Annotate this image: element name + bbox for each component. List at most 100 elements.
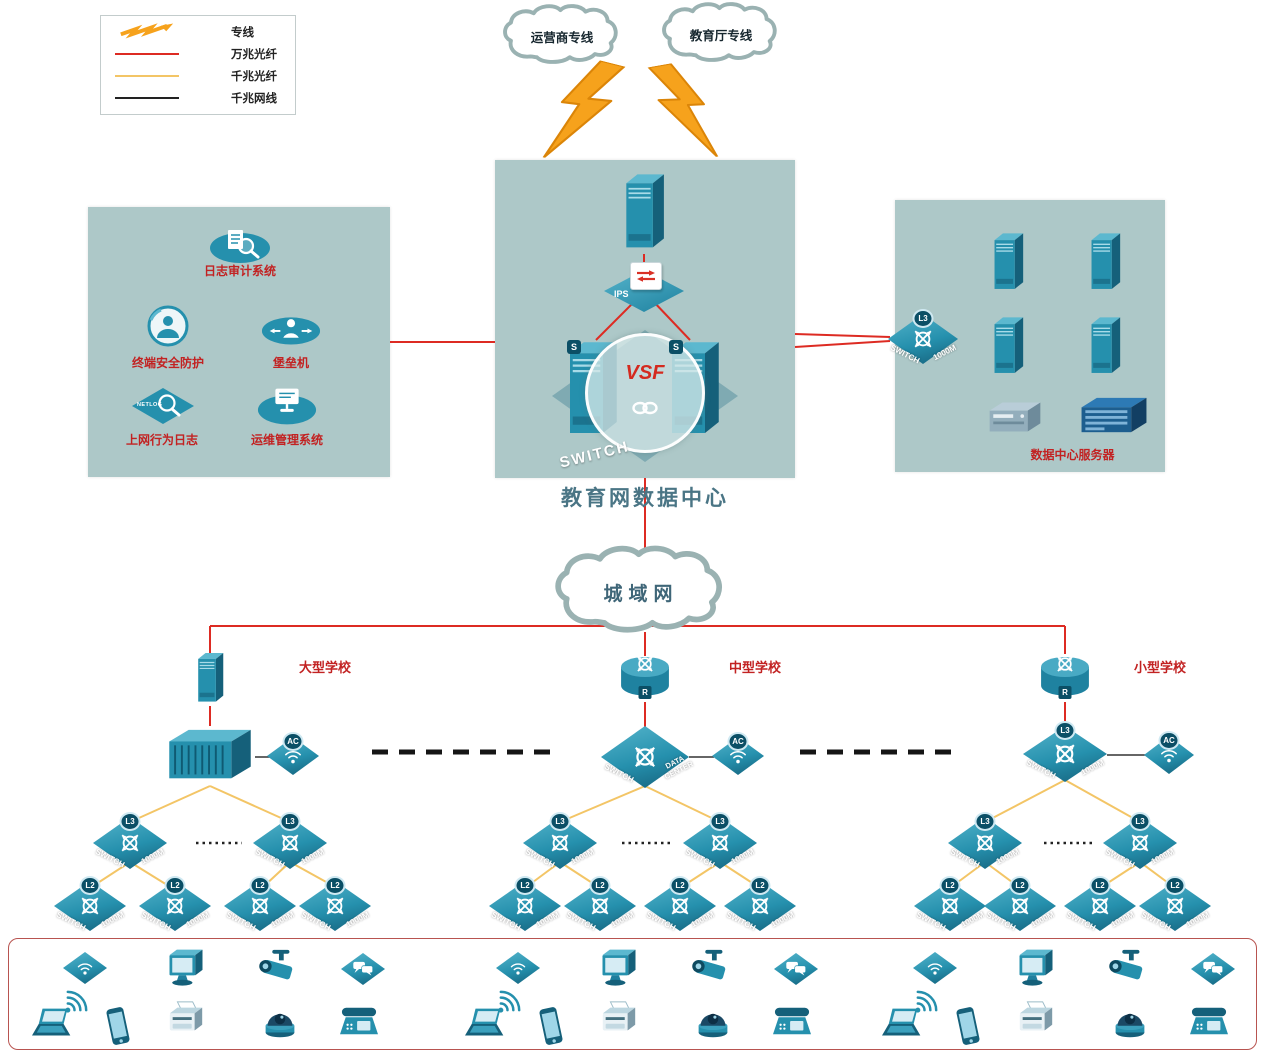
medium-school-router[interactable]: R: [618, 652, 672, 702]
ops-management-label: 运维管理系统: [250, 433, 323, 447]
medium-school-l2-switch[interactable]: L2 SWITCH 1000M: [564, 876, 636, 932]
blade-server-rack[interactable]: [1076, 394, 1152, 436]
desktop-computer[interactable]: [1012, 946, 1060, 990]
datacenter-server-tower[interactable]: [1083, 230, 1127, 294]
man-cloud[interactable]: 城域网: [531, 544, 751, 640]
large-school-core-device[interactable]: [163, 724, 257, 788]
dome-camera[interactable]: [690, 1000, 736, 1040]
telephone-icon: [1186, 1002, 1232, 1040]
telephone-icon: [336, 1002, 382, 1040]
printer[interactable]: [595, 1000, 643, 1040]
desktop-computer[interactable]: [162, 946, 210, 990]
border-firewall[interactable]: [617, 170, 671, 254]
l3-badge: L3: [549, 812, 571, 831]
small-school-router[interactable]: R: [1038, 652, 1092, 702]
l2-badge: L2: [669, 876, 691, 895]
printer-icon: [162, 1000, 210, 1040]
ips-arrows-icon: [630, 262, 662, 290]
ptz-camera[interactable]: [688, 948, 734, 988]
education-line-cloud[interactable]: 教育厅专线: [644, 1, 798, 67]
large-school-l3-switch[interactable]: L3 SWITCH 1000M: [93, 812, 167, 870]
log-audit-system[interactable]: [208, 224, 272, 266]
server-tower-icon: [188, 650, 232, 706]
medium-school-l2-switch[interactable]: L2 SWITCH 1000M: [489, 876, 561, 932]
ptz-camera[interactable]: [255, 948, 301, 988]
chat-terminal[interactable]: [341, 953, 385, 985]
datacenter-server-tower[interactable]: [1083, 314, 1127, 378]
storage-array[interactable]: [983, 398, 1047, 436]
rack-device-icon: [1076, 394, 1152, 436]
small-school-l2-switch[interactable]: L2 SWITCH 1000M: [1064, 876, 1136, 932]
large-school-gateway[interactable]: [188, 650, 232, 706]
smartphone[interactable]: [100, 1004, 136, 1048]
switch-arrows-icon: [669, 895, 691, 917]
l2-badge: L2: [1164, 876, 1186, 895]
wifi-icon: [75, 961, 95, 977]
medium-school-l2-switch[interactable]: L2 SWITCH 1000M: [724, 876, 796, 932]
ip-phone[interactable]: [336, 1002, 382, 1040]
l2-badge: L2: [589, 876, 611, 895]
ip-phone[interactable]: [769, 1002, 815, 1040]
printer[interactable]: [162, 1000, 210, 1040]
small-school-ac-controller[interactable]: AC: [1144, 731, 1194, 774]
switch-series-badge: S: [567, 340, 581, 354]
dome-camera[interactable]: [1107, 1000, 1153, 1040]
endpoint-protection-icon: [147, 305, 189, 347]
printer[interactable]: [1012, 1000, 1060, 1040]
large-school-ac-controller[interactable]: AC: [267, 732, 319, 775]
wireless-ap[interactable]: [496, 952, 540, 984]
small-school-l3-switch[interactable]: L3 SWITCH 1000M: [948, 812, 1022, 870]
large-school-l2-switch[interactable]: L2 SWITCH 1000M: [54, 876, 126, 932]
bastion-host[interactable]: [260, 310, 322, 350]
large-school-l2-switch[interactable]: L2 SWITCH 1000M: [299, 876, 371, 932]
chat-terminal[interactable]: [774, 953, 818, 985]
datacenter-server-tower[interactable]: [986, 230, 1030, 294]
dome-camera-icon: [690, 1000, 736, 1040]
datacenter-server-tower[interactable]: [986, 314, 1030, 378]
legend-label: 万兆光纤: [231, 49, 277, 61]
switch-arrows-icon: [939, 895, 961, 917]
dome-camera[interactable]: [257, 1000, 303, 1040]
smartphone[interactable]: [533, 1004, 569, 1048]
yellow-line-icon: [111, 75, 183, 77]
ops-management-system[interactable]: [256, 384, 318, 428]
small-school-l3-switch[interactable]: L3 SWITCH 1000M: [1103, 812, 1177, 870]
endpoint-protection-system[interactable]: [142, 302, 194, 352]
smartphone[interactable]: [950, 1004, 986, 1048]
small-school-label: 小型学校: [1133, 660, 1186, 675]
net-behavior-log-system[interactable]: NETLOG: [130, 386, 196, 426]
chat-terminal[interactable]: [1191, 953, 1235, 985]
large-school-l2-switch[interactable]: L2 SWITCH 1000M: [139, 876, 211, 932]
desktop-computer[interactable]: [595, 946, 643, 990]
printer-icon: [595, 1000, 643, 1040]
small-school-l2-switch[interactable]: L2 SWITCH 1000M: [1139, 876, 1211, 932]
medium-school-l3-switch[interactable]: L3 SWITCH 1000M: [683, 812, 757, 870]
server-tower-icon: [1083, 314, 1127, 378]
switch-arrows-icon: [279, 832, 301, 854]
legend-label: 千兆网线: [231, 93, 277, 105]
ip-phone[interactable]: [1186, 1002, 1232, 1040]
large-school-l2-switch[interactable]: L2 SWITCH 1000M: [224, 876, 296, 932]
router-badge: R: [1058, 686, 1072, 699]
server-room-switch[interactable]: L3 SWITCH 1000M: [888, 309, 958, 365]
lightning-bolt-icon: [644, 57, 722, 166]
carrier-line-cloud[interactable]: 运营商专线: [486, 3, 638, 69]
small-school-core-switch[interactable]: L3 SWITCH 1000M: [1023, 721, 1107, 782]
medium-school-l3-switch[interactable]: L3 SWITCH 1000M: [523, 812, 597, 870]
small-school-l2-switch[interactable]: L2 SWITCH 1000M: [914, 876, 986, 932]
medium-school-ac-controller[interactable]: AC: [712, 732, 764, 775]
ips-device[interactable]: IPS: [604, 262, 684, 314]
router-arrows-icon: [635, 654, 655, 674]
large-school-l3-switch[interactable]: L3 SWITCH 1000M: [253, 812, 327, 870]
ptz-camera[interactable]: [1105, 948, 1151, 988]
wireless-ap[interactable]: [913, 952, 957, 984]
medium-school-l2-switch[interactable]: L2 SWITCH 1000M: [644, 876, 716, 932]
small-school-l2-switch[interactable]: L2 SWITCH 1000M: [984, 876, 1056, 932]
ac-badge: AC: [1158, 731, 1180, 750]
switch-arrows-icon: [749, 895, 771, 917]
endpoint-protection-label: 终端安全防护: [131, 356, 204, 370]
wireless-ap[interactable]: [63, 952, 107, 984]
log-audit-label: 日志审计系统: [203, 264, 276, 278]
medium-school-core-switch[interactable]: SWITCH DATA CENTER: [601, 726, 694, 788]
l2-badge: L2: [324, 876, 346, 895]
